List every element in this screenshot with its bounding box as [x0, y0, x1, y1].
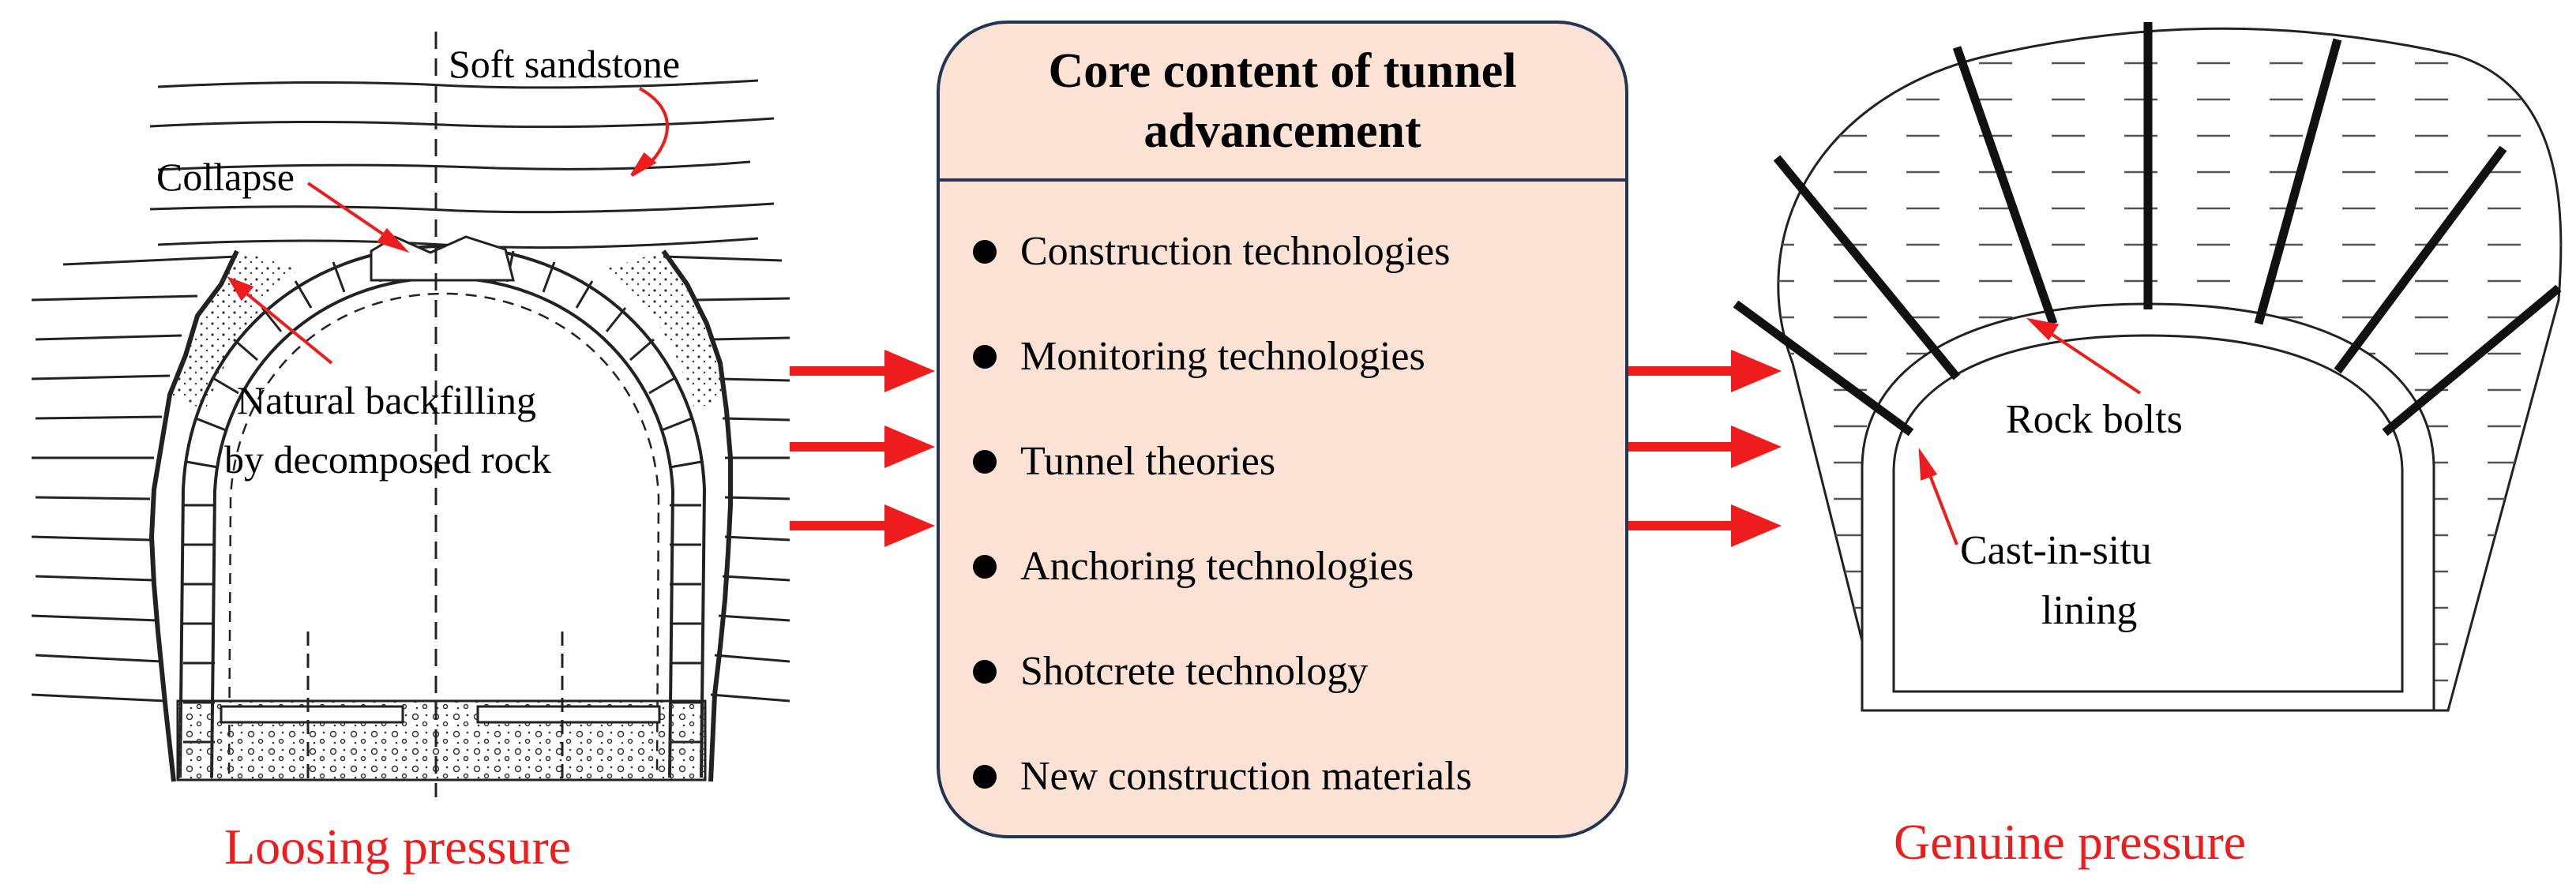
- bullet-icon: [973, 764, 997, 789]
- core-content-list: Construction technologies Monitoring tec…: [940, 199, 1625, 829]
- backfill-label-line2: by decomposed rock: [224, 437, 551, 482]
- list-item: Shotcrete technology: [940, 619, 1625, 724]
- collapse-label: Collapse: [156, 155, 295, 199]
- lining-label-line1: Cast-in-situ: [1960, 528, 2152, 573]
- list-item-label: New construction materials: [1020, 754, 1472, 799]
- list-item: Tunnel theories: [940, 409, 1625, 514]
- list-item: Monitoring technologies: [940, 304, 1625, 409]
- bullet-icon: [973, 554, 997, 579]
- backfill-label-line1: Natural backfilling: [237, 378, 537, 422]
- bullet-icon: [973, 239, 997, 264]
- rock-bolts: [1733, 22, 2562, 437]
- genuine-pressure-sketch: [1733, 22, 2563, 712]
- input-arrows: [790, 350, 935, 547]
- list-item: Construction technologies: [940, 199, 1625, 304]
- bullet-icon: [973, 449, 997, 474]
- list-item: New construction materials: [940, 724, 1625, 829]
- list-item-label: Anchoring technologies: [1020, 544, 1414, 589]
- core-content-box: Core content of tunnel advancement Const…: [937, 21, 1628, 838]
- soft-sandstone-label: Soft sandstone: [449, 42, 681, 86]
- list-item-label: Tunnel theories: [1020, 439, 1276, 484]
- list-item: Anchoring technologies: [940, 514, 1625, 619]
- loosing-pressure-sketch: [31, 32, 790, 797]
- loosing-pressure-caption: Loosing pressure: [224, 819, 572, 875]
- list-item-label: Monitoring technologies: [1020, 334, 1425, 379]
- bullet-icon: [973, 344, 997, 369]
- rock-bolts-label: Rock bolts: [2006, 397, 2183, 442]
- list-item-label: Construction technologies: [1020, 229, 1451, 274]
- lining-label-line2: lining: [2041, 588, 2138, 633]
- output-arrows: [1628, 350, 1782, 547]
- genuine-pressure-caption: Genuine pressure: [1894, 814, 2247, 870]
- bullet-icon: [973, 659, 997, 684]
- list-item-label: Shotcrete technology: [1020, 649, 1369, 694]
- core-content-title: Core content of tunnel advancement: [940, 24, 1625, 182]
